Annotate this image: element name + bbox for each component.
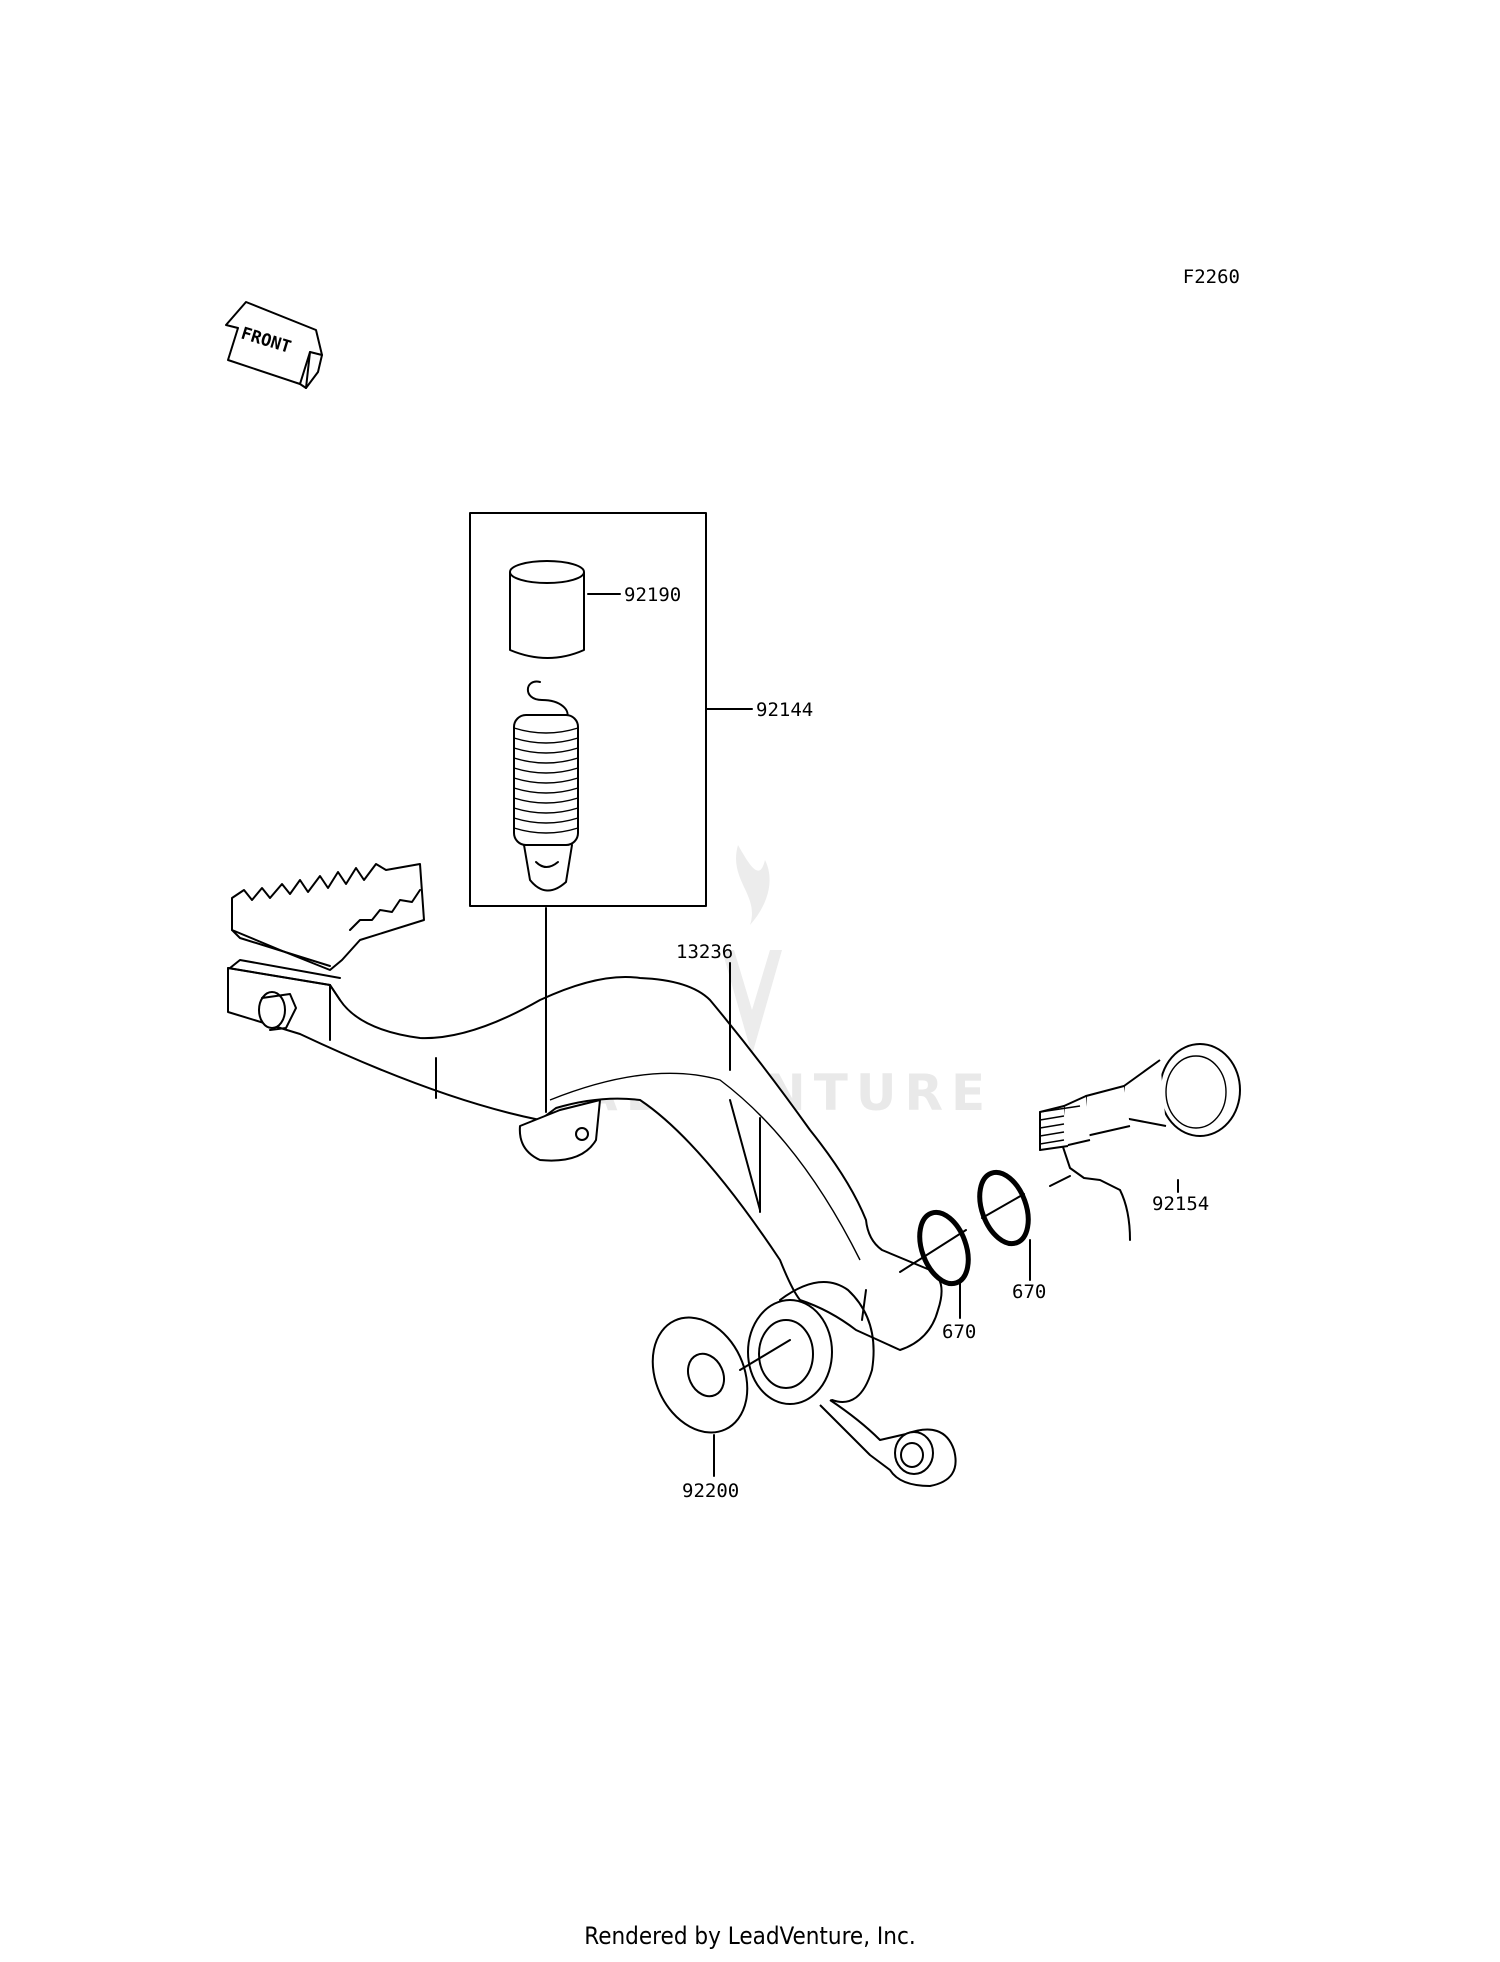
label-670-lower: 670 — [942, 1321, 976, 1343]
oring-upper-part — [977, 1169, 1031, 1247]
spring-part — [513, 680, 579, 892]
diagram-code: F2260 — [1183, 266, 1240, 288]
label-92190: 92190 — [624, 584, 681, 606]
label-670-upper: 670 — [1012, 1281, 1046, 1303]
footer-credit: Rendered by LeadVenture, Inc. — [584, 1922, 916, 1950]
label-92154: 92154 — [1152, 1193, 1209, 1215]
label-92200: 92200 — [682, 1480, 739, 1502]
pivot-bolt-part — [1039, 1043, 1241, 1241]
label-13236: 13236 — [676, 941, 733, 963]
washer-part — [651, 1316, 749, 1434]
sleeve-part — [509, 560, 585, 659]
oring-lower-part — [917, 1209, 971, 1287]
front-arrow-icon: FRONT — [225, 301, 323, 389]
spring-kit-box — [469, 512, 707, 907]
label-92144: 92144 — [756, 699, 813, 721]
brake-pedal-part — [227, 863, 957, 1487]
leader-lines — [435, 593, 1179, 1477]
